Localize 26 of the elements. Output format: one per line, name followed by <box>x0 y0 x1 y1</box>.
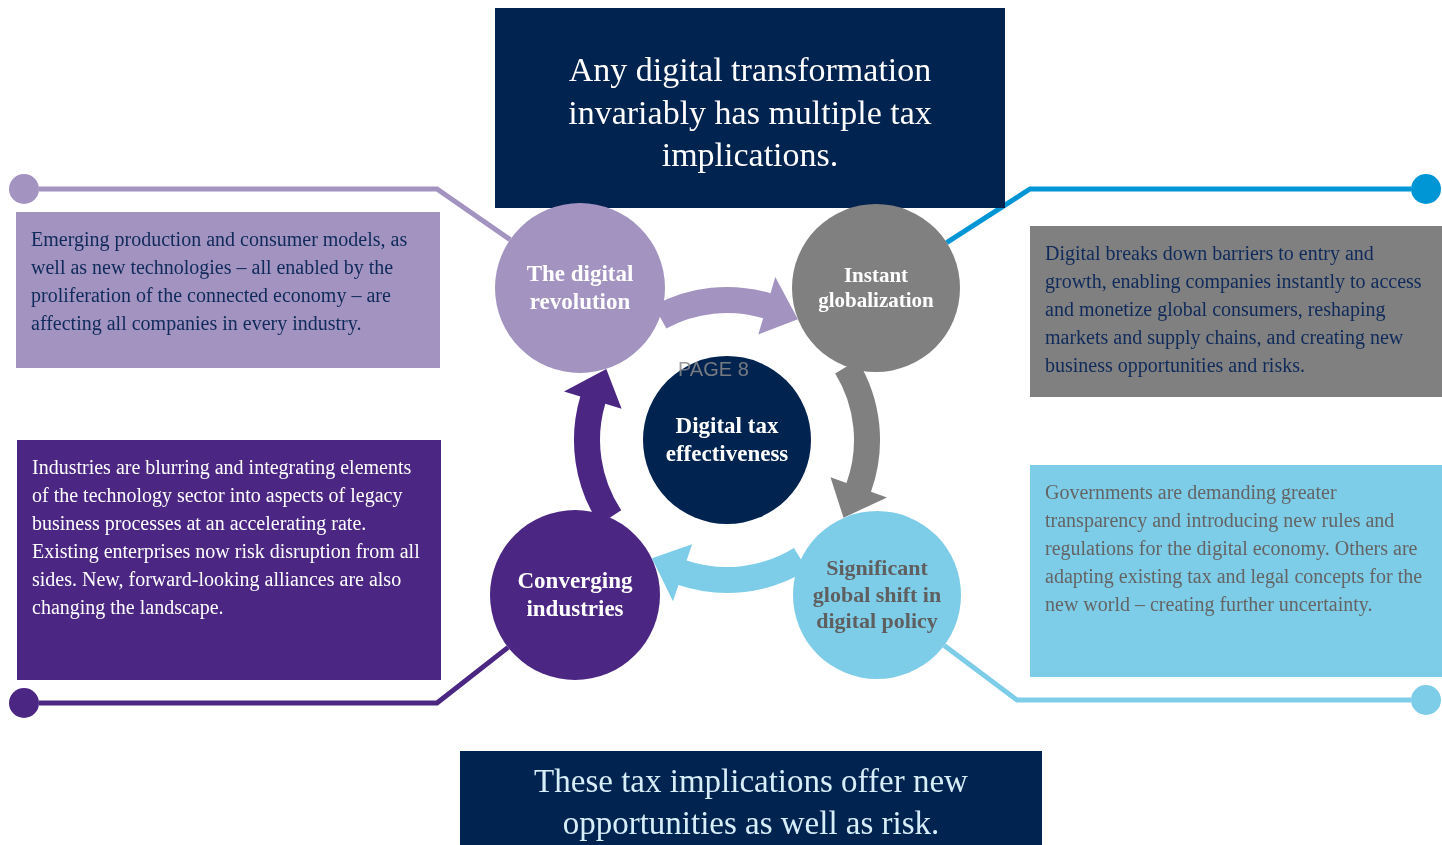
connector-dot <box>1411 685 1441 715</box>
description-text: Emerging production and consumer models, as well as new technologies – all enabled by the proliferation of the connected economy – are affecting all companies in every industry. <box>31 227 409 337</box>
description-text: Industries are blurring and integrating elements of the technology sector into aspects of legacy business processes at an accelerating rate. Existing enterprises now risk disruption from all sides. New, forward-looking alliances are also changing the landscape. <box>32 455 421 621</box>
banner-text: Any digital transformation invariably has multiple tax implications. <box>567 49 933 176</box>
circle-label: The digital revolution <box>525 260 635 316</box>
message-banner <box>460 751 1042 845</box>
circle-label: Converging industries <box>516 567 634 623</box>
leader-line <box>942 643 1411 703</box>
description-text: Digital breaks down barriers to entry and growth, enabling companies instantly to access and monetize global consumers, reshaping markets and supply chains, and creating new business opportunities and risks. <box>1045 241 1423 379</box>
description-card <box>16 212 440 368</box>
page-number: PAGE 8 <box>678 358 749 381</box>
description-text: Governments are demanding greater transparency and introducing new rules and regulations for the digital economy. Others are adapting existing tax and legal concepts for the new world – creating further uncertainty. <box>1045 480 1424 618</box>
circle-label: Digital tax effectiveness <box>664 412 790 468</box>
circle-label: Instant globalization <box>817 262 935 314</box>
description-card <box>17 440 441 680</box>
leader-line <box>39 645 510 706</box>
connector-dot <box>9 688 39 718</box>
circle-label: Significant global shift in digital policy <box>811 555 943 635</box>
description-card <box>1030 226 1442 397</box>
leader-line <box>39 186 512 242</box>
message-banner <box>495 8 1005 208</box>
leader-line <box>945 186 1411 245</box>
connector-dot <box>1411 174 1441 204</box>
banner-text: These tax implications offer new opportunities as well as risk. <box>533 762 969 843</box>
description-card <box>1030 465 1442 677</box>
connector-dot <box>9 174 39 204</box>
